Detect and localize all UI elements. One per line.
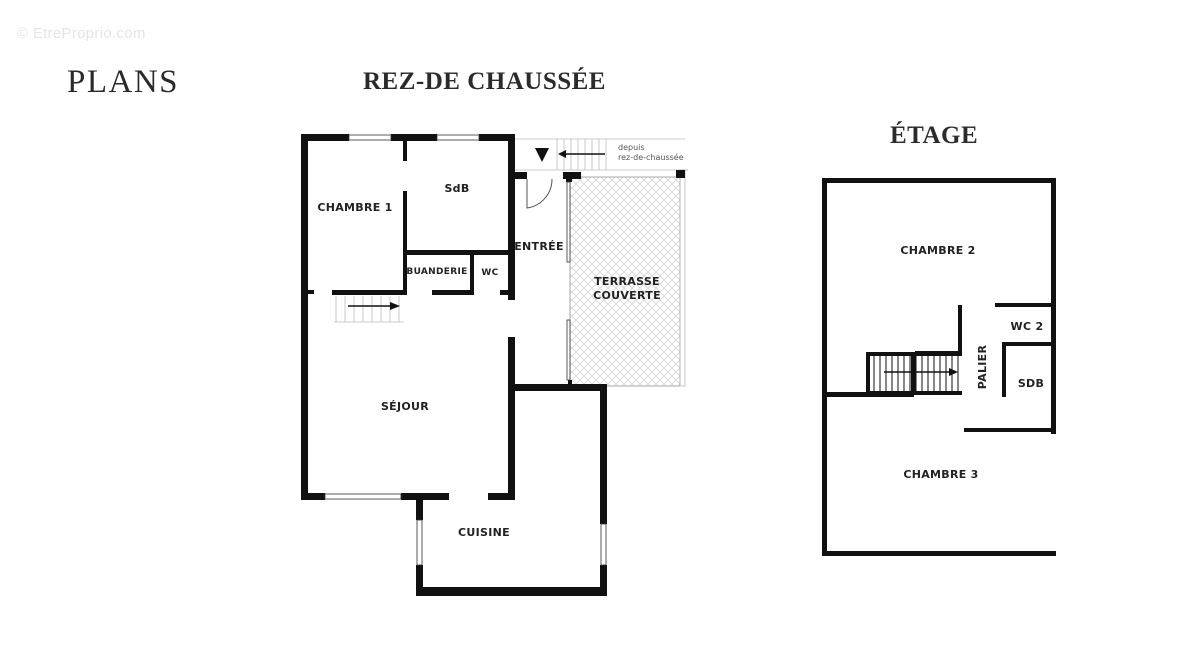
room-label-chambre1: CHAMBRE 1 <box>317 201 392 214</box>
room-label-buanderie: BUANDERIE <box>406 267 467 277</box>
room-label-palier: PALIER <box>976 345 989 390</box>
upper-floor-title: ÉTAGE <box>890 122 979 149</box>
watermark: © EtreProprio.com <box>17 25 146 42</box>
room-label-terrasse-line1: TERRASSE <box>594 275 660 288</box>
room-label-entree: ENTRÉE <box>514 240 564 253</box>
room-label-wc: WC <box>481 268 498 278</box>
room-label-chambre2: CHAMBRE 2 <box>900 244 975 257</box>
interior-stairs <box>334 296 404 323</box>
page-title: PLANS <box>67 64 180 100</box>
room-label-terrasse-line2: COUVERTE <box>593 289 661 302</box>
upper-floor-walls <box>822 178 1056 556</box>
stairs-note-line1: depuis <box>618 143 645 152</box>
ground-floor-walls <box>301 134 685 596</box>
room-label-wc2: WC 2 <box>1011 320 1044 333</box>
stairs-up-arrow-icon <box>390 302 400 310</box>
entry-door-icon <box>526 178 553 209</box>
upper-stairs <box>873 356 959 392</box>
ground-floor-windows <box>324 134 607 566</box>
terrasse-hatch <box>570 177 680 386</box>
ground-floor-plan: depuis rez-de-chaussée <box>301 134 688 596</box>
room-label-sejour: SÉJOUR <box>381 400 429 413</box>
upper-floor-plan: CHAMBRE 2 WC 2 PALIER SDB CHAMBRE 3 <box>822 178 1056 556</box>
room-label-sdb-upper: SDB <box>1018 377 1044 390</box>
room-label-cuisine: CUISINE <box>458 526 510 539</box>
room-label-chambre3: CHAMBRE 3 <box>903 468 978 481</box>
stair-direction-arrow-icon <box>558 150 566 158</box>
room-label-sdb: SdB <box>444 182 469 195</box>
upper-stairs-arrow-icon <box>949 368 958 376</box>
entry-arrow-icon <box>535 148 549 162</box>
ground-floor-title: REZ-DE CHAUSSÉE <box>363 68 606 95</box>
stairs-note-line2: rez-de-chaussée <box>618 152 684 162</box>
